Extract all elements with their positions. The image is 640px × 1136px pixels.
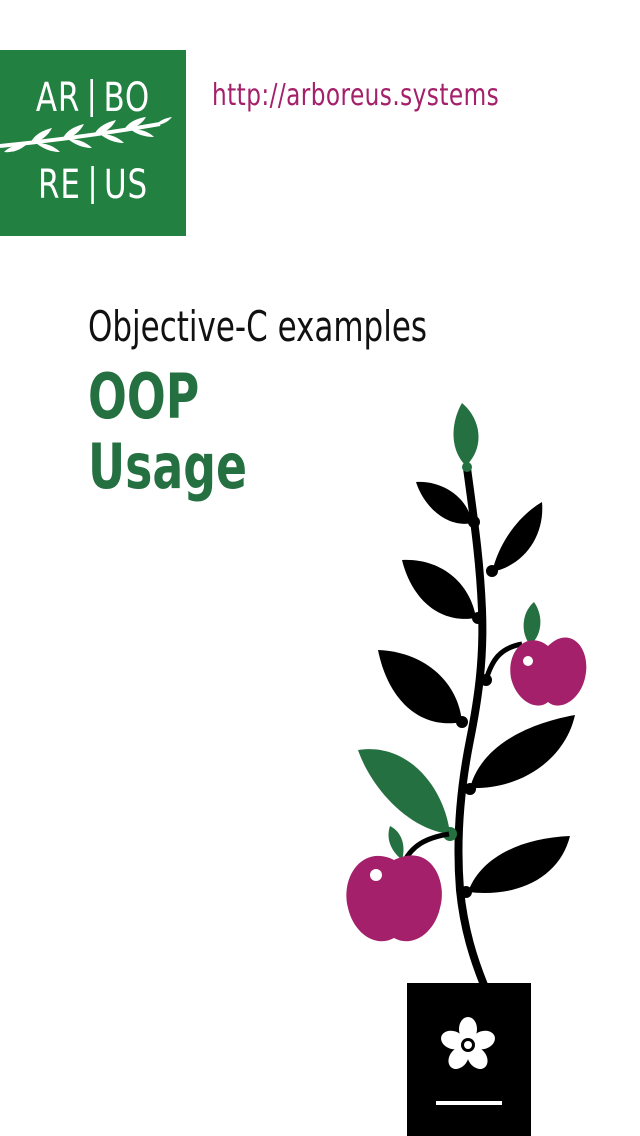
apple-icon [510,637,587,706]
page-title-line-2: Usage [88,430,248,503]
apple-highlight [523,656,533,666]
tree-leaf [468,836,570,893]
leaf-node [443,827,457,841]
tree-leaf [492,502,543,572]
apple-highlight [370,869,382,881]
page-title-line-1: OOP [88,360,200,433]
logo-text-re: RE [37,162,81,208]
site-url-link[interactable]: http://arboreus.systems [212,78,500,113]
tree-leaf [416,481,472,524]
leaf-node [486,565,498,577]
apple-icon [346,855,442,942]
flower-icon [441,1017,495,1070]
logo-bottom-row: RE US [13,165,173,205]
leaf-node [480,674,492,686]
pot-underline [436,1101,502,1105]
tree-leaf [402,559,476,619]
leaf-node [468,516,480,528]
arboreus-logo: AR BO RE US [0,50,186,236]
apple-leaf [388,826,404,860]
logo-text-bo: BO [103,75,151,121]
page-subtitle: Objective-C examples [88,302,428,351]
logo-text-us: US [103,162,149,208]
apple-tree-icon [346,403,587,1136]
apple-leaf [523,602,541,645]
logo-text-ar: AR [35,75,81,121]
leaf-node [460,886,472,898]
leaf-node [462,462,472,472]
leaf-node [456,716,468,728]
leaf-node [472,612,484,624]
tree-leaf [470,715,575,789]
large-green-leaf [358,749,450,834]
tree-leaf [378,650,462,724]
logo-top-row: AR BO [13,78,173,118]
top-leaf [453,403,479,466]
olive-branch-icon [0,117,172,153]
logo-divider [90,79,94,117]
leaf-node [464,783,476,795]
tree-stem [454,464,488,989]
logo-divider [91,166,94,204]
